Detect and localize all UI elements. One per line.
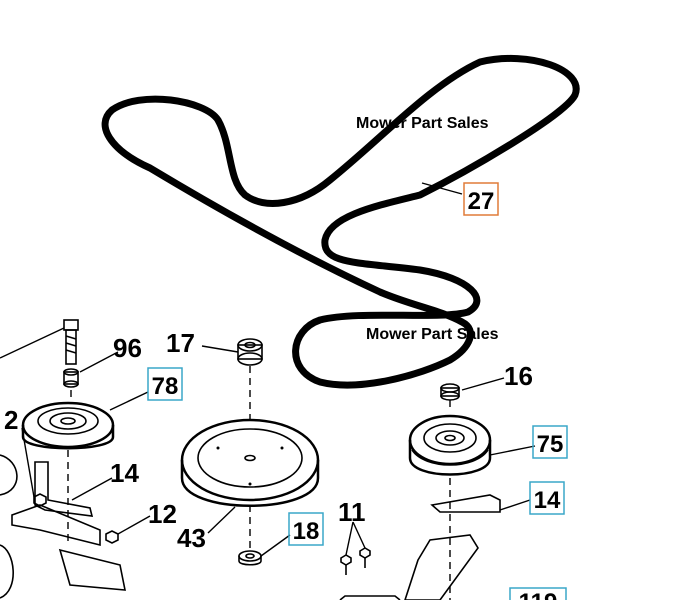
left-deck-plate xyxy=(11,504,101,547)
mandrel-pulley xyxy=(180,418,320,507)
right-deck-plate xyxy=(404,534,479,600)
callout-label-17: 17 xyxy=(166,328,195,358)
left-idler-pulley-assembly xyxy=(0,319,126,599)
callout-label-43: 43 xyxy=(177,523,206,553)
hex-nut-12 xyxy=(105,530,119,544)
watermark-upper: Mower Part Sales xyxy=(356,115,489,132)
idler-bolt xyxy=(63,319,79,365)
hex-nut-2 xyxy=(33,493,47,507)
callout-box-14 xyxy=(529,481,565,515)
callout-label-119: 119 xyxy=(519,589,558,600)
callout-box-27 xyxy=(463,182,499,216)
callout-box-78 xyxy=(147,367,183,401)
callout-box-75 xyxy=(532,425,568,459)
callout-label-14-right: 14 xyxy=(534,487,561,514)
right-idler-pulley xyxy=(408,414,492,476)
callout-labels: 27 96 17 78 16 2 14 75 12 14 11 43 18 11… xyxy=(4,188,563,600)
callout-label-96: 96 xyxy=(113,333,142,363)
callout-label-14-left: 14 xyxy=(110,458,139,488)
mandrel-washer xyxy=(238,550,262,566)
center-pulley-assembly xyxy=(180,338,320,566)
callout-label-27: 27 xyxy=(468,188,495,215)
callout-box-18 xyxy=(288,512,324,546)
pulley-nut xyxy=(237,338,263,366)
callout-label-18: 18 xyxy=(293,518,320,545)
callout-label-16: 16 xyxy=(504,361,533,391)
callout-label-11: 11 xyxy=(338,497,366,527)
left-blade-arm xyxy=(58,548,126,591)
callout-label-2: 2 xyxy=(4,405,18,435)
small-bolts xyxy=(340,547,371,575)
right-idler-pulley-assembly xyxy=(339,383,501,600)
flange-nut xyxy=(440,383,460,401)
idler-bracket xyxy=(34,461,94,517)
belt-outline xyxy=(101,55,580,389)
callout-label-75: 75 xyxy=(537,431,564,458)
callout-label-78: 78 xyxy=(152,373,179,400)
right-idler-bracket xyxy=(430,494,501,513)
idler-pulley xyxy=(21,401,115,450)
callout-boxes xyxy=(147,182,568,600)
leader-lines xyxy=(21,182,536,557)
callout-label-12: 12 xyxy=(148,499,177,529)
spacer xyxy=(63,368,79,388)
deck-edge xyxy=(339,595,401,600)
drive-belt xyxy=(101,55,580,389)
callout-box-119 xyxy=(509,587,567,600)
watermark-lower: Mower Part Sales xyxy=(366,326,499,343)
